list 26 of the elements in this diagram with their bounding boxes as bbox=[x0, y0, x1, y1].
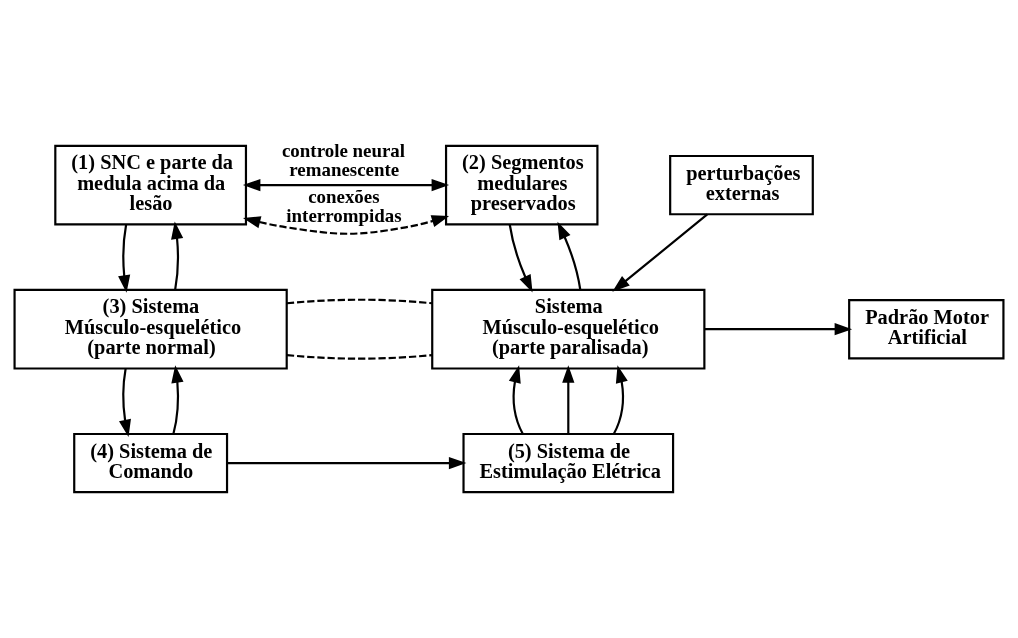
arrow bbox=[612, 213, 708, 292]
edge-label: controle neural remanescente bbox=[281, 139, 406, 180]
connector bbox=[286, 298, 433, 305]
arrow bbox=[557, 221, 582, 290]
node-box: Sistema Músculo-esquelético (parte paralisada) bbox=[431, 288, 706, 370]
arrow bbox=[227, 456, 467, 470]
node-box: Padrão Motor Artificial bbox=[848, 299, 1005, 360]
node-box: perturbações externas bbox=[669, 154, 814, 216]
arrow bbox=[171, 221, 184, 290]
arrow bbox=[242, 179, 450, 192]
connector bbox=[286, 354, 433, 360]
node-box: (3) Sistema Músculo-esquelético (parte normal) bbox=[13, 288, 288, 370]
node-box: (1) SNC e parte da medula acima da lesão bbox=[54, 144, 248, 226]
arrow bbox=[243, 215, 450, 235]
node-box: (2) Segmentos medulares preservados bbox=[444, 144, 599, 226]
node-box: (5) Sistema de Estimulação Elétrica bbox=[462, 432, 675, 494]
arrow bbox=[508, 365, 524, 435]
node-box: (4) Sistema de Comando bbox=[73, 432, 229, 494]
arrow bbox=[508, 224, 533, 293]
arrow bbox=[704, 323, 853, 336]
arrow bbox=[562, 365, 575, 434]
arrow bbox=[118, 224, 131, 293]
edge-label: conexões interrompidas bbox=[286, 186, 402, 227]
arrow bbox=[612, 365, 628, 435]
arrow bbox=[171, 365, 184, 435]
arrow bbox=[119, 368, 131, 438]
